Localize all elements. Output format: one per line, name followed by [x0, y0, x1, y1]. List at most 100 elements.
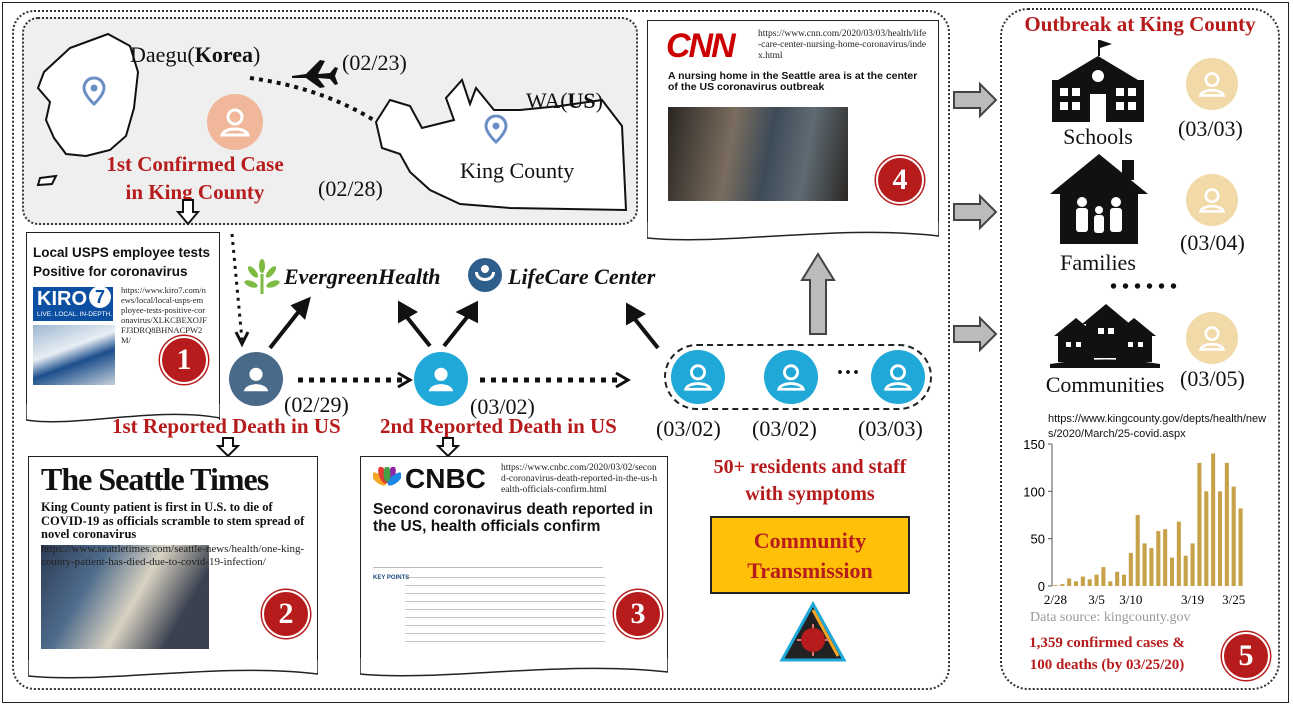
- cnn-photo: [668, 107, 848, 201]
- chart-bar: [1108, 581, 1113, 586]
- lifecare-logo-icon: [468, 258, 502, 292]
- chart-bar: [1060, 584, 1065, 586]
- badge-5: 5: [1222, 632, 1270, 680]
- seattle-times-headline: King County patient is first in U.S. to …: [41, 500, 305, 541]
- down-arrow-1: [176, 199, 200, 226]
- cnbc-divider: [373, 567, 603, 568]
- communities-avatar: [1186, 312, 1238, 364]
- x-tick-label: 2/28: [1044, 592, 1067, 607]
- evergreen-label: EvergreenHealth: [284, 264, 441, 289]
- x-tick-label: 3/5: [1088, 592, 1105, 607]
- chart-bar: [1128, 552, 1133, 586]
- cnn-headline: A nursing home in the Seattle area is at…: [668, 70, 918, 93]
- right-arrows: [953, 81, 998, 353]
- chart-bar: [1067, 578, 1072, 586]
- residents-group: [664, 344, 932, 410]
- cnbc-peacock-icon: [373, 467, 401, 486]
- schools-avatar: [1186, 58, 1238, 110]
- cnn-url: https://www.cnn.com/2020/03/03/health/li…: [758, 29, 927, 61]
- cnbc-body-lines: [405, 577, 605, 647]
- kiro7-photo: [33, 325, 115, 385]
- cnbc-page-curl: [360, 658, 668, 677]
- down-arrow-3: [436, 437, 460, 458]
- first-case-avatar: [207, 94, 263, 150]
- chart-bar: [1190, 543, 1195, 586]
- chart-bar: [1135, 515, 1140, 586]
- kingcounty-url: https://www.kingcounty.gov/depts/health/…: [1048, 413, 1267, 440]
- x-tick-label: 3/25: [1222, 592, 1245, 607]
- king-county-label: King County: [460, 158, 575, 183]
- chart-bar: [1217, 491, 1223, 586]
- map-pin-icon: [82, 76, 106, 106]
- chart-bar: [1211, 453, 1216, 586]
- death1-date: (02/29): [284, 392, 349, 417]
- outbreak-dots: • • • • • •: [1110, 276, 1178, 298]
- kiro7-url: https://www.kiro7.com/news/local/local-u…: [121, 285, 207, 345]
- virus-warning-icon: [779, 600, 847, 662]
- resident-date-1: (03/02): [656, 416, 721, 441]
- death2-date: (03/02): [470, 394, 535, 419]
- cnbc-logo: CNBC: [405, 463, 486, 494]
- chart-bar: [1087, 579, 1092, 586]
- down-arrow-2: [216, 437, 240, 458]
- chart-bar: [1176, 521, 1181, 586]
- case-date: (02/28): [318, 176, 383, 201]
- families-date: (03/04): [1180, 230, 1245, 255]
- chart-bar: [1238, 508, 1243, 586]
- cnn-logo: CNN: [666, 27, 736, 65]
- airplane-icon: [292, 60, 338, 88]
- chart-bar: [1149, 548, 1154, 586]
- seattle-page-curl: [28, 660, 318, 679]
- schools-label: Schools: [1063, 124, 1133, 149]
- outbreak-panel: [1000, 8, 1280, 690]
- death1-label: 1st Reported Death in US: [112, 414, 341, 438]
- badge-1: 1: [160, 336, 208, 384]
- chart-bar: [1053, 585, 1058, 586]
- resident-date-3: (03/03): [858, 416, 923, 441]
- chart-bar: [1101, 567, 1106, 586]
- chart-bar: [1073, 581, 1079, 586]
- timeline-dotted-arrows: [298, 371, 631, 389]
- seattle-times-photo: [41, 545, 209, 649]
- resident-avatar-1: [671, 350, 725, 404]
- chart-bar: [1156, 531, 1161, 586]
- communities-label: Communities: [1045, 372, 1165, 397]
- seattle-times-masthead: The Seattle Times: [41, 461, 269, 497]
- up-arrow-to-cnn: [800, 252, 836, 335]
- chart-bar: [1169, 557, 1175, 586]
- chart-bar: [1163, 529, 1168, 586]
- link-case-to-death: [230, 233, 250, 348]
- kiro7-page-curl: [26, 404, 220, 423]
- residents-ellipsis: ···: [836, 360, 861, 386]
- resident-avatar-3: [871, 350, 925, 404]
- evergreen-logo-icon: [244, 259, 280, 294]
- kiro7-logo: KIRO 7 LIVE. LOCAL. IN-DEPTH.: [33, 286, 113, 321]
- chart-bar: [1224, 462, 1229, 586]
- first-death-avatar: [229, 352, 283, 406]
- communities-date: (03/05): [1180, 366, 1245, 391]
- cnbc-article: CNBC https://www.cnbc.com/2020/03/02/sec…: [360, 456, 668, 668]
- timeline-region: [12, 10, 950, 690]
- badge-2: 2: [262, 590, 310, 638]
- schools-date: (03/03): [1178, 116, 1243, 141]
- school-icon: [1052, 40, 1144, 122]
- resident-date-2: (03/02): [752, 416, 817, 441]
- cnbc-key-points: KEY POINTS: [373, 575, 410, 581]
- seattle-times-url: https://www.seattletimes.com/seattle-new…: [41, 543, 305, 568]
- y-tick-label: 0: [1038, 579, 1045, 594]
- badge-3: 3: [614, 590, 662, 638]
- flight-date: (02/23): [342, 50, 407, 75]
- x-tick-label: 3/10: [1119, 592, 1142, 607]
- chart-bar: [1094, 574, 1099, 586]
- y-tick-label: 150: [1023, 437, 1045, 452]
- chart-bar: [1121, 574, 1127, 586]
- cnbc-headline: Second coronavirus death reported in the…: [373, 501, 653, 535]
- y-tick-label: 50: [1031, 532, 1045, 547]
- x-tick-label: 3/19: [1181, 592, 1204, 607]
- families-avatar: [1186, 174, 1238, 226]
